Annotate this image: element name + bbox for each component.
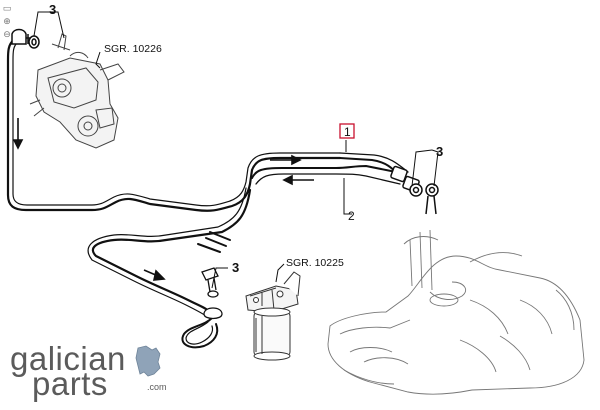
part-2-label: 2 <box>348 209 355 223</box>
tank-fittings <box>390 165 439 215</box>
hose-loop-inner <box>185 321 214 345</box>
part-1-box <box>339 123 355 139</box>
pipe-upper-a <box>251 165 397 179</box>
leader-3-right-a <box>411 149 433 187</box>
part-1-label: 1 <box>344 125 351 139</box>
pipe-upper-b <box>255 173 401 185</box>
pipe-cross <box>197 231 231 253</box>
labels: 3 SGR. 10226 1 2 3 3 SGR. 10225 <box>49 2 443 275</box>
logo-suffix: .com <box>147 382 167 392</box>
arrow-diag-head <box>152 269 166 281</box>
leader-lines <box>33 11 439 289</box>
viewer-tools: ▭ ⊕ ⊖ <box>2 4 14 43</box>
fuel-filter <box>245 271 301 361</box>
injection-pump <box>29 33 125 149</box>
hose-loop <box>181 317 219 349</box>
fuel-lines <box>6 38 409 349</box>
arrow-right-head <box>291 154 302 166</box>
leader-3-mid <box>211 267 228 289</box>
zoom-out-icon[interactable]: ⊖ <box>3 30 11 40</box>
galicia-map-icon <box>135 345 161 377</box>
leader-3-right-b <box>431 149 439 187</box>
pipe-left-inner <box>12 41 341 207</box>
clamp-top <box>28 35 40 49</box>
zoom-in-icon[interactable]: ⊕ <box>3 17 11 27</box>
fuel-tank <box>327 229 585 395</box>
callout-3-top: 3 <box>49 2 56 17</box>
leader-2 <box>343 178 352 215</box>
pipe-lower-inner <box>87 187 247 317</box>
mid-fitting <box>201 267 223 320</box>
pump-fitting <box>11 28 32 45</box>
galicianparts-logo: galician parts .com <box>10 342 180 402</box>
leader-3-top <box>33 11 46 37</box>
logo-word-1: galician <box>10 340 126 377</box>
flow-arrows <box>12 118 314 281</box>
leader-3-top-b <box>46 11 65 39</box>
pipe-left-outer <box>6 38 342 212</box>
leader-sgr-mid <box>275 263 285 283</box>
callout-3-mid: 3 <box>232 260 239 275</box>
pipe-lower-outer <box>91 188 252 314</box>
leader-sgr-top <box>95 51 101 69</box>
arrow-left-head <box>282 174 293 186</box>
logo-word-2: parts <box>32 365 108 402</box>
sgr-10225-label: SGR. 10225 <box>286 257 344 269</box>
sgr-10226-label: SGR. 10226 <box>104 43 162 55</box>
callout-3-right: 3 <box>436 144 443 159</box>
print-icon[interactable]: ▭ <box>2 4 12 14</box>
arrow-down-head <box>12 139 24 150</box>
